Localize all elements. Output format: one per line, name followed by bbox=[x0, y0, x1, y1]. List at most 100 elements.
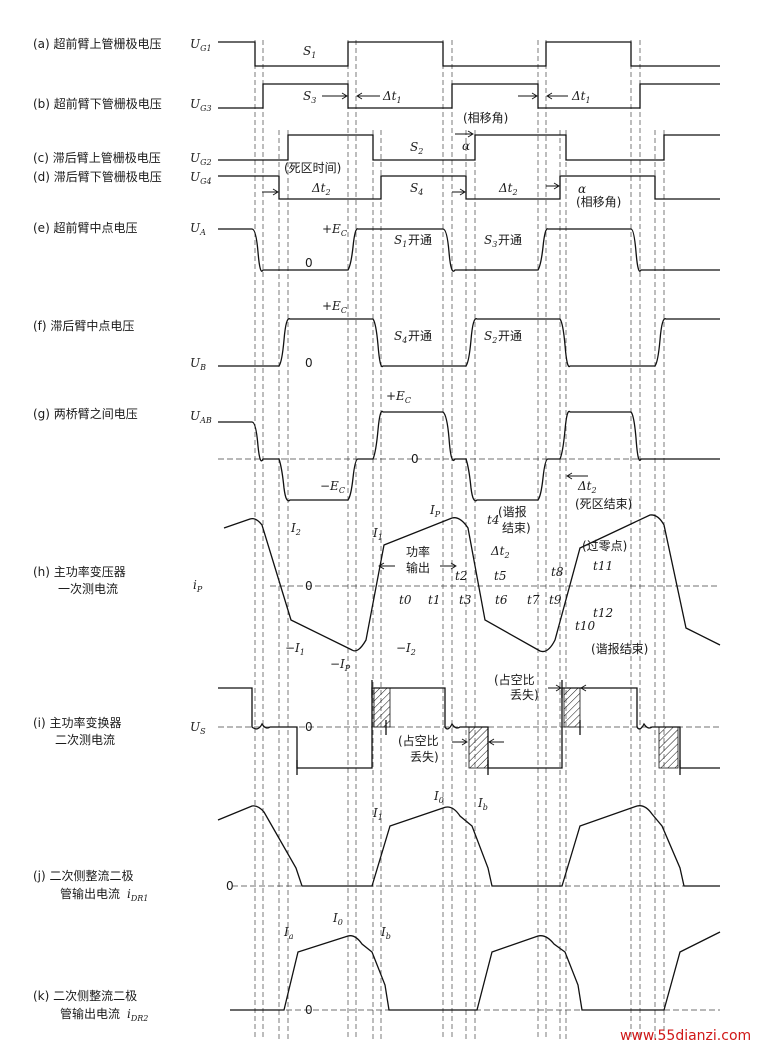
label-dt1-a: Δt1 bbox=[382, 89, 402, 105]
row-k-label2-sym: iDR2 bbox=[127, 1007, 148, 1023]
label-t9: t9 bbox=[549, 593, 562, 607]
row-k-label: (k) 二次侧整流二极 bbox=[33, 988, 137, 1003]
label-duty-loss-a2: 丢失) bbox=[510, 687, 539, 702]
label-plus-ec-f: +EC bbox=[322, 299, 347, 315]
label-t2: t2 bbox=[455, 569, 467, 583]
row-k-label2: 管输出电流 bbox=[60, 1006, 120, 1021]
label-neg-ip: −IP bbox=[330, 657, 351, 673]
label-i1: I1 bbox=[372, 526, 383, 542]
arrow-dt2-b bbox=[452, 188, 466, 196]
gate-annotations: S1 S3 Δt1 Δt1 (相移角) α S2 (死区时间) Δt2 S4 Δ… bbox=[262, 44, 621, 209]
row-b-label: (b) 超前臂下管栅极电压 bbox=[33, 96, 162, 111]
label-freewheel-end-full: (谐报结束) bbox=[591, 641, 648, 656]
wave-us bbox=[218, 687, 720, 769]
secondary-annotations: (占空比 丢失) (占空比 丢失) 0 I1 I0 Ib 0 I0 Ia Ib … bbox=[226, 672, 598, 1017]
row-symbols: UG1 UG3 UG2 UG4 UA UB UAB iP US bbox=[190, 37, 212, 736]
label-dt2-g: Δt2 bbox=[577, 479, 597, 495]
label-s3: S3 bbox=[303, 89, 316, 105]
label-dt2-h: Δt2 bbox=[490, 544, 510, 560]
sym-ip: iP bbox=[193, 578, 203, 594]
label-t8: t8 bbox=[551, 565, 564, 579]
label-t4: t4 bbox=[487, 513, 499, 527]
label-zero-e: 0 bbox=[305, 256, 313, 270]
sym-ub: UB bbox=[190, 356, 206, 372]
label-dead-zone-end: (死区结束) bbox=[575, 497, 632, 511]
row-i-label: (i) 主功率变换器 bbox=[33, 715, 122, 730]
sym-us: US bbox=[190, 720, 206, 736]
label-s2-on: S2 bbox=[484, 329, 497, 345]
row-g-label: (g) 两桥臂之间电压 bbox=[33, 407, 138, 421]
label-i0-j: I0 bbox=[433, 789, 444, 805]
watermark: www.55dianzi.com bbox=[620, 1028, 751, 1044]
wave-ip bbox=[223, 514, 721, 653]
label-zero-j: 0 bbox=[226, 879, 234, 893]
label-t10: t10 bbox=[575, 619, 595, 633]
label-neg-i1: −I1 bbox=[285, 641, 305, 657]
duty-loss-area-4 bbox=[658, 726, 679, 769]
row-labels: (a) 超前臂上管栅极电压 (b) 超前臂下管栅极电压 (c) 滞后臂上管栅极电… bbox=[33, 36, 162, 1023]
wave-ug1 bbox=[218, 41, 720, 67]
label-s4: S4 bbox=[410, 181, 423, 197]
arrow-alpha-2 bbox=[546, 182, 560, 190]
label-t6: t6 bbox=[495, 593, 508, 607]
row-d-label: (d) 滞后臂下管栅极电压 bbox=[33, 169, 162, 184]
label-ib-j: Ib bbox=[477, 796, 488, 812]
duty-loss-area-3 bbox=[563, 687, 581, 728]
arrow-alpha-1 bbox=[455, 130, 474, 138]
arrow-power-out bbox=[378, 562, 457, 570]
row-j-label2: 管输出电流 bbox=[60, 886, 120, 901]
label-zero-k: 0 bbox=[305, 1003, 313, 1017]
row-c-label: (c) 滞后臂上管栅极电压 bbox=[33, 150, 161, 165]
row-h-label2: 一次测电流 bbox=[58, 582, 118, 596]
row-a-label: (a) 超前臂上管栅极电压 bbox=[33, 36, 162, 51]
label-phase-shift-2: (相移角) bbox=[576, 195, 621, 209]
label-t11: t11 bbox=[593, 559, 613, 573]
wave-idr2 bbox=[230, 931, 721, 1011]
label-t3: t3 bbox=[459, 593, 472, 607]
arrow-dt1-b bbox=[518, 92, 568, 100]
row-f-label: (f) 滞后臂中点电压 bbox=[33, 318, 134, 333]
label-zero-i: 0 bbox=[305, 720, 313, 734]
wave-ug4 bbox=[218, 175, 720, 200]
label-dead-time: (死区时间) bbox=[284, 161, 341, 175]
label-power-out-2: 输出 bbox=[406, 560, 430, 575]
arrow-dt2-g bbox=[566, 472, 588, 480]
label-duty-loss-b2: 丢失) bbox=[410, 749, 439, 764]
wave-idr1 bbox=[217, 805, 720, 887]
wave-ua bbox=[218, 228, 720, 272]
duty-loss-area-1 bbox=[373, 687, 391, 728]
label-i2: I2 bbox=[290, 521, 301, 537]
label-s1: S1 bbox=[303, 44, 316, 60]
label-alpha-2: α bbox=[578, 182, 586, 196]
voltage-annotations: +EC 0 S1 开通 S3 开通 +EC 0 S4 开通 S2 开通 +EC … bbox=[305, 222, 632, 511]
label-t7: t7 bbox=[527, 593, 540, 607]
wave-ug3 bbox=[218, 83, 720, 109]
row-e-label: (e) 超前臂中点电压 bbox=[33, 220, 138, 235]
label-minus-ec-g: −EC bbox=[320, 479, 345, 495]
row-j-label2-sym: iDR1 bbox=[127, 887, 148, 903]
duty-loss-area-2 bbox=[468, 726, 489, 769]
label-s1-on-text: 开通 bbox=[408, 233, 432, 247]
label-t5: t5 bbox=[494, 569, 506, 583]
current-annotations: IP I2 I1 (谐报 结束) t4 功率 输出 Δt2 0 t2 t5 t0… bbox=[285, 503, 648, 673]
label-zero-h: 0 bbox=[305, 579, 313, 593]
label-i1-j: I1 bbox=[372, 806, 383, 822]
label-ia-k: Ia bbox=[283, 925, 294, 941]
label-dt2-a: Δt2 bbox=[311, 181, 331, 197]
label-i0-k: I0 bbox=[332, 911, 343, 927]
label-duty-loss-a1: (占空比 bbox=[494, 672, 535, 687]
label-freewheel-end-2: 结束) bbox=[502, 521, 531, 535]
label-duty-loss-b1: (占空比 bbox=[398, 733, 439, 748]
label-plus-ec-g: +EC bbox=[386, 389, 411, 405]
label-ip-peak: IP bbox=[429, 503, 441, 519]
sym-uab: UAB bbox=[190, 409, 212, 425]
arrow-dt1-a bbox=[322, 92, 380, 100]
label-power-out-1: 功率 bbox=[406, 544, 430, 559]
arrow-duty-loss-a bbox=[548, 684, 598, 692]
label-t12: t12 bbox=[593, 606, 613, 620]
sym-ug3: UG3 bbox=[190, 97, 212, 113]
label-s2-on-text: 开通 bbox=[498, 329, 522, 343]
label-freewheel-end-1: (谐报 bbox=[498, 504, 527, 519]
label-s2: S2 bbox=[410, 140, 423, 156]
label-s3-on: S3 bbox=[484, 233, 497, 249]
